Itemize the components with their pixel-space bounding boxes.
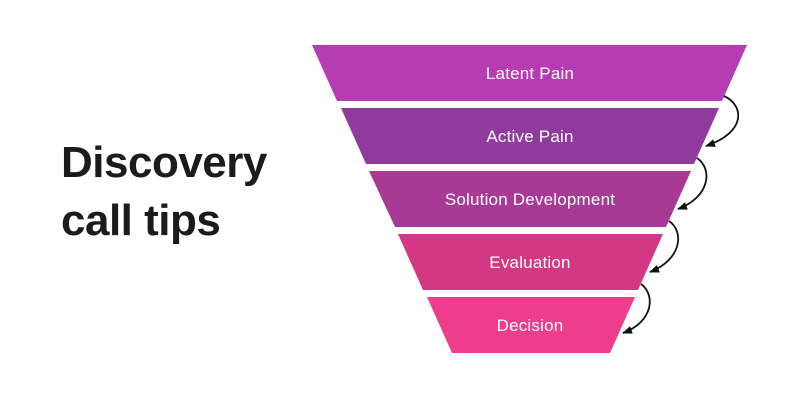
flow-arrows bbox=[622, 95, 740, 334]
page-title-line-2: call tips bbox=[61, 196, 221, 246]
flow-arrow-icon-active-to-solution bbox=[677, 157, 708, 210]
flow-arrow-icon-latent-to-active bbox=[705, 95, 740, 147]
funnel-stage-evaluation bbox=[398, 234, 663, 290]
funnel-stage-latent-pain-label: Latent Pain bbox=[486, 64, 574, 83]
page-title-line-1: Discovery bbox=[61, 138, 267, 187]
funnel-stage-decision-label: Decision bbox=[497, 316, 564, 335]
funnel-stage-active-pain-label: Active Pain bbox=[486, 127, 573, 146]
funnel-stage-latent-pain bbox=[312, 45, 747, 101]
funnel-stage-active-pain bbox=[341, 108, 719, 164]
flow-arrow-icon-evaluation-to-decision bbox=[622, 283, 651, 334]
funnel-stage-evaluation-label: Evaluation bbox=[489, 253, 570, 272]
funnel-stage-decision bbox=[427, 297, 635, 353]
page-title: Discovery call tips bbox=[61, 134, 321, 250]
funnel-stage-solution-development-label: Solution Development bbox=[445, 190, 615, 209]
funnel-stages: Latent Pain Active Pain Solution Develop… bbox=[312, 45, 747, 353]
funnel-stage-solution-development bbox=[369, 171, 691, 227]
flow-arrow-icon-solution-to-evaluation bbox=[649, 220, 679, 273]
